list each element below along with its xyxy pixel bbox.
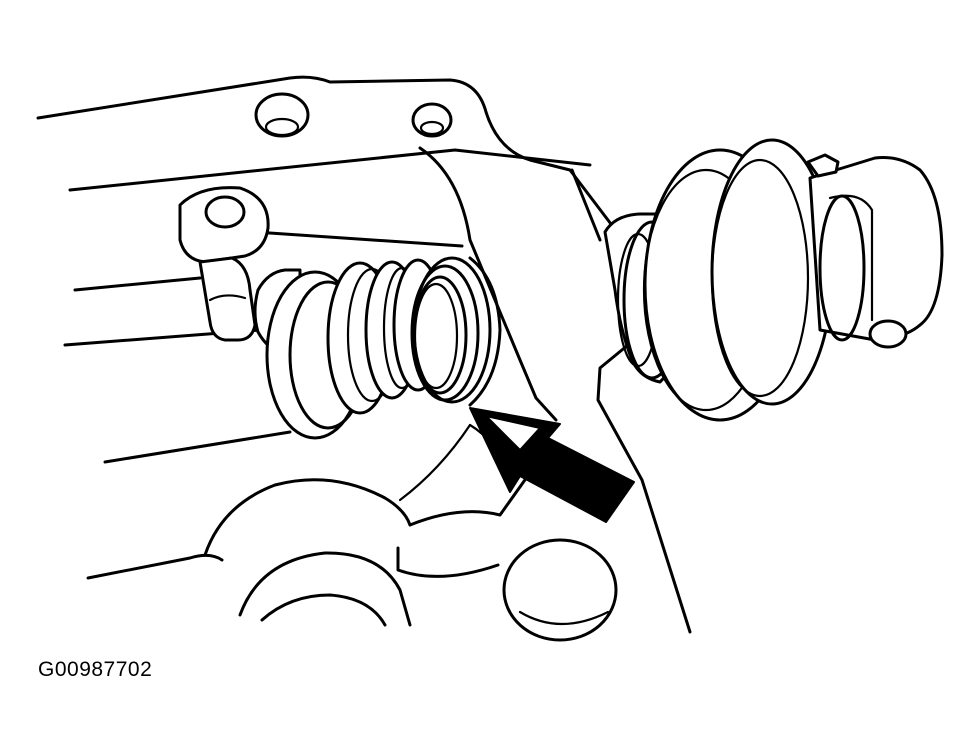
bolt-holes: [254, 92, 618, 642]
arrow-icon: [469, 407, 635, 523]
detent-lever: [178, 186, 270, 342]
housing-outline: [36, 75, 692, 634]
shaft-assembly: [253, 256, 502, 440]
lower-bores: [203, 423, 534, 627]
sensor-connector: [603, 138, 944, 422]
figure-id-label: G00987702: [38, 658, 153, 681]
